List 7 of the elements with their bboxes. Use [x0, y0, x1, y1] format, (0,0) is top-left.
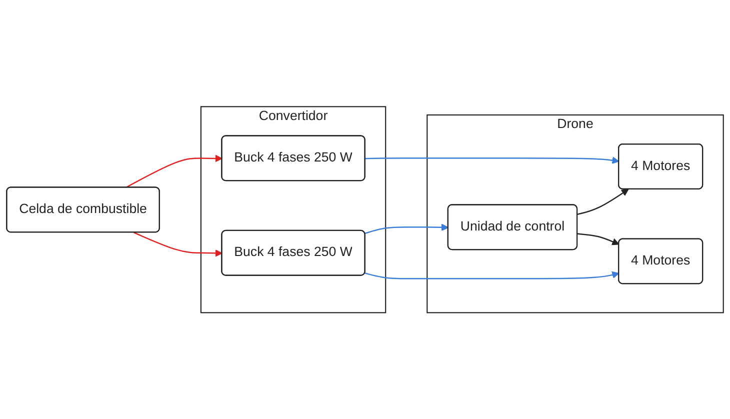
arrow — [134, 232, 222, 257]
arrow — [365, 156, 620, 164]
arrow — [125, 154, 222, 188]
arrow — [364, 224, 449, 234]
arrow — [577, 233, 620, 245]
arrow — [364, 271, 620, 280]
arrow — [577, 188, 629, 215]
